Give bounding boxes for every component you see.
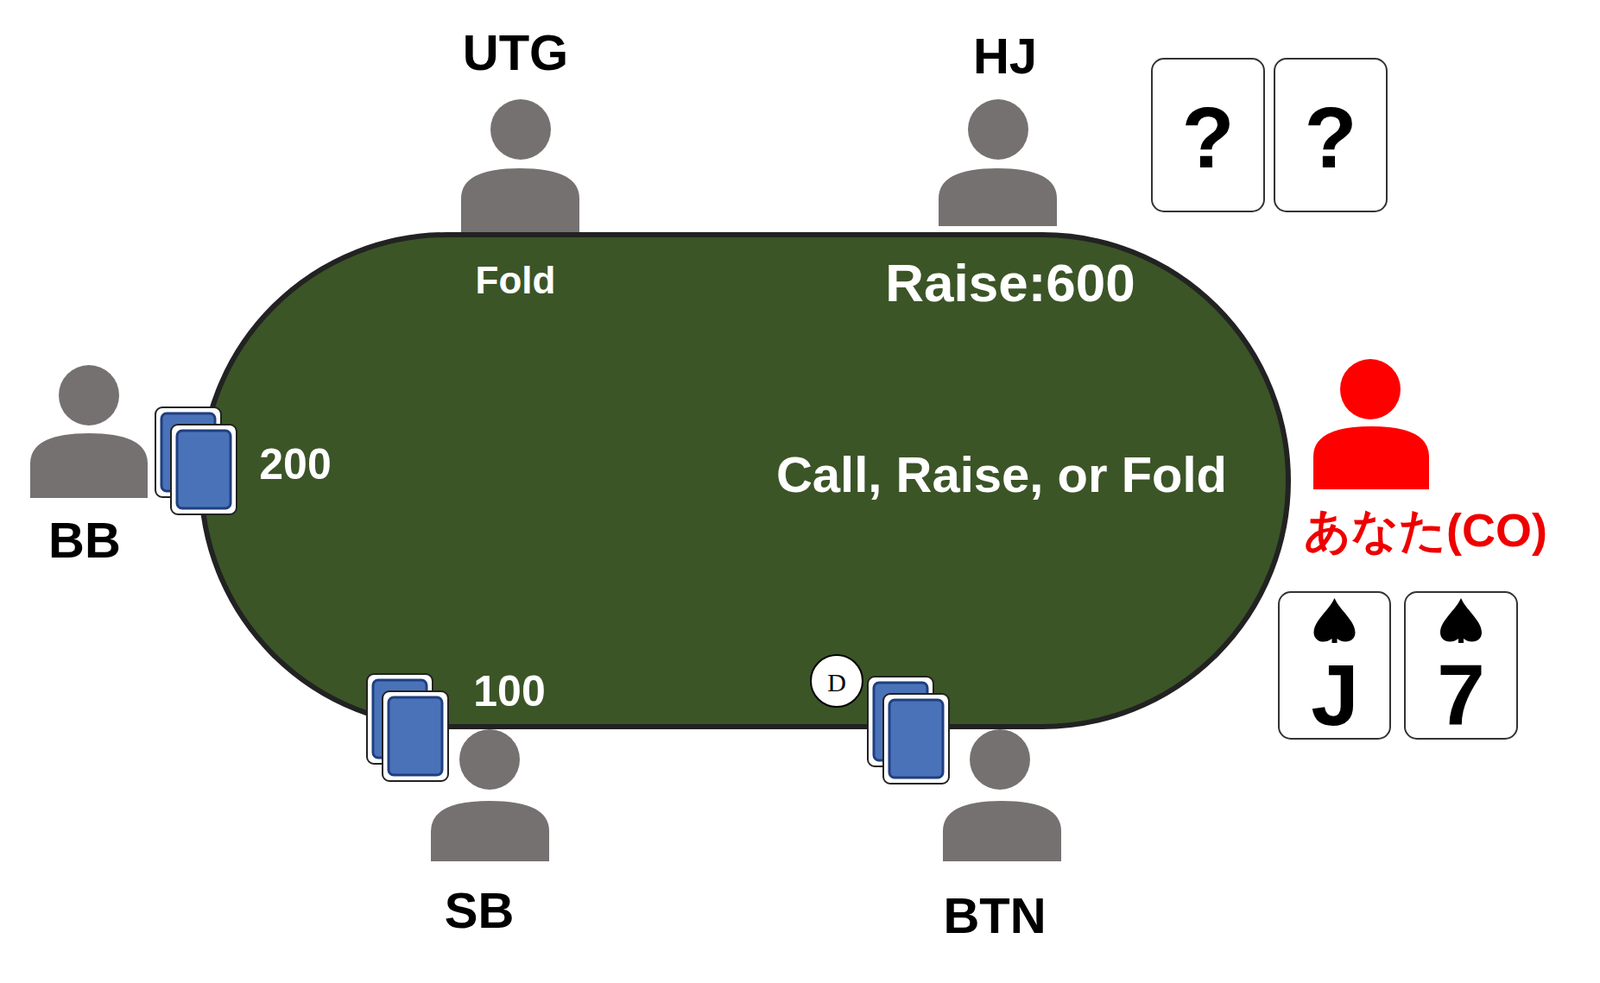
bet-amount: 100 <box>473 668 545 716</box>
position-label: SB <box>444 883 515 939</box>
action-text: Fold <box>475 259 557 302</box>
position-label: BB <box>48 512 121 569</box>
position-label: BTN <box>942 888 1046 944</box>
card-rank: J <box>1310 647 1360 743</box>
card-rank: ? <box>1303 89 1357 185</box>
action-text: Raise:600 <box>885 253 1136 313</box>
prompt-text: Call, Raise, or Fold <box>776 447 1227 503</box>
playing-card: 7 <box>1403 591 1518 740</box>
position-label: HJ <box>973 28 1038 84</box>
dealer-letter: D <box>827 668 847 697</box>
dealer-button: D <box>809 653 865 709</box>
hero-label: あなた(CO) <box>1303 505 1548 557</box>
playing-card: ? <box>1150 57 1265 213</box>
card-rank: ? <box>1181 89 1234 185</box>
bet-amount: 200 <box>259 441 331 489</box>
position-label: UTG <box>462 25 569 81</box>
card-rank: 7 <box>1436 647 1486 743</box>
playing-card: ? <box>1273 57 1388 213</box>
poker-table: Fold Raise:600 200 Call, Raise, or Fold 100 D <box>198 232 1291 730</box>
playing-card: J <box>1277 591 1392 740</box>
